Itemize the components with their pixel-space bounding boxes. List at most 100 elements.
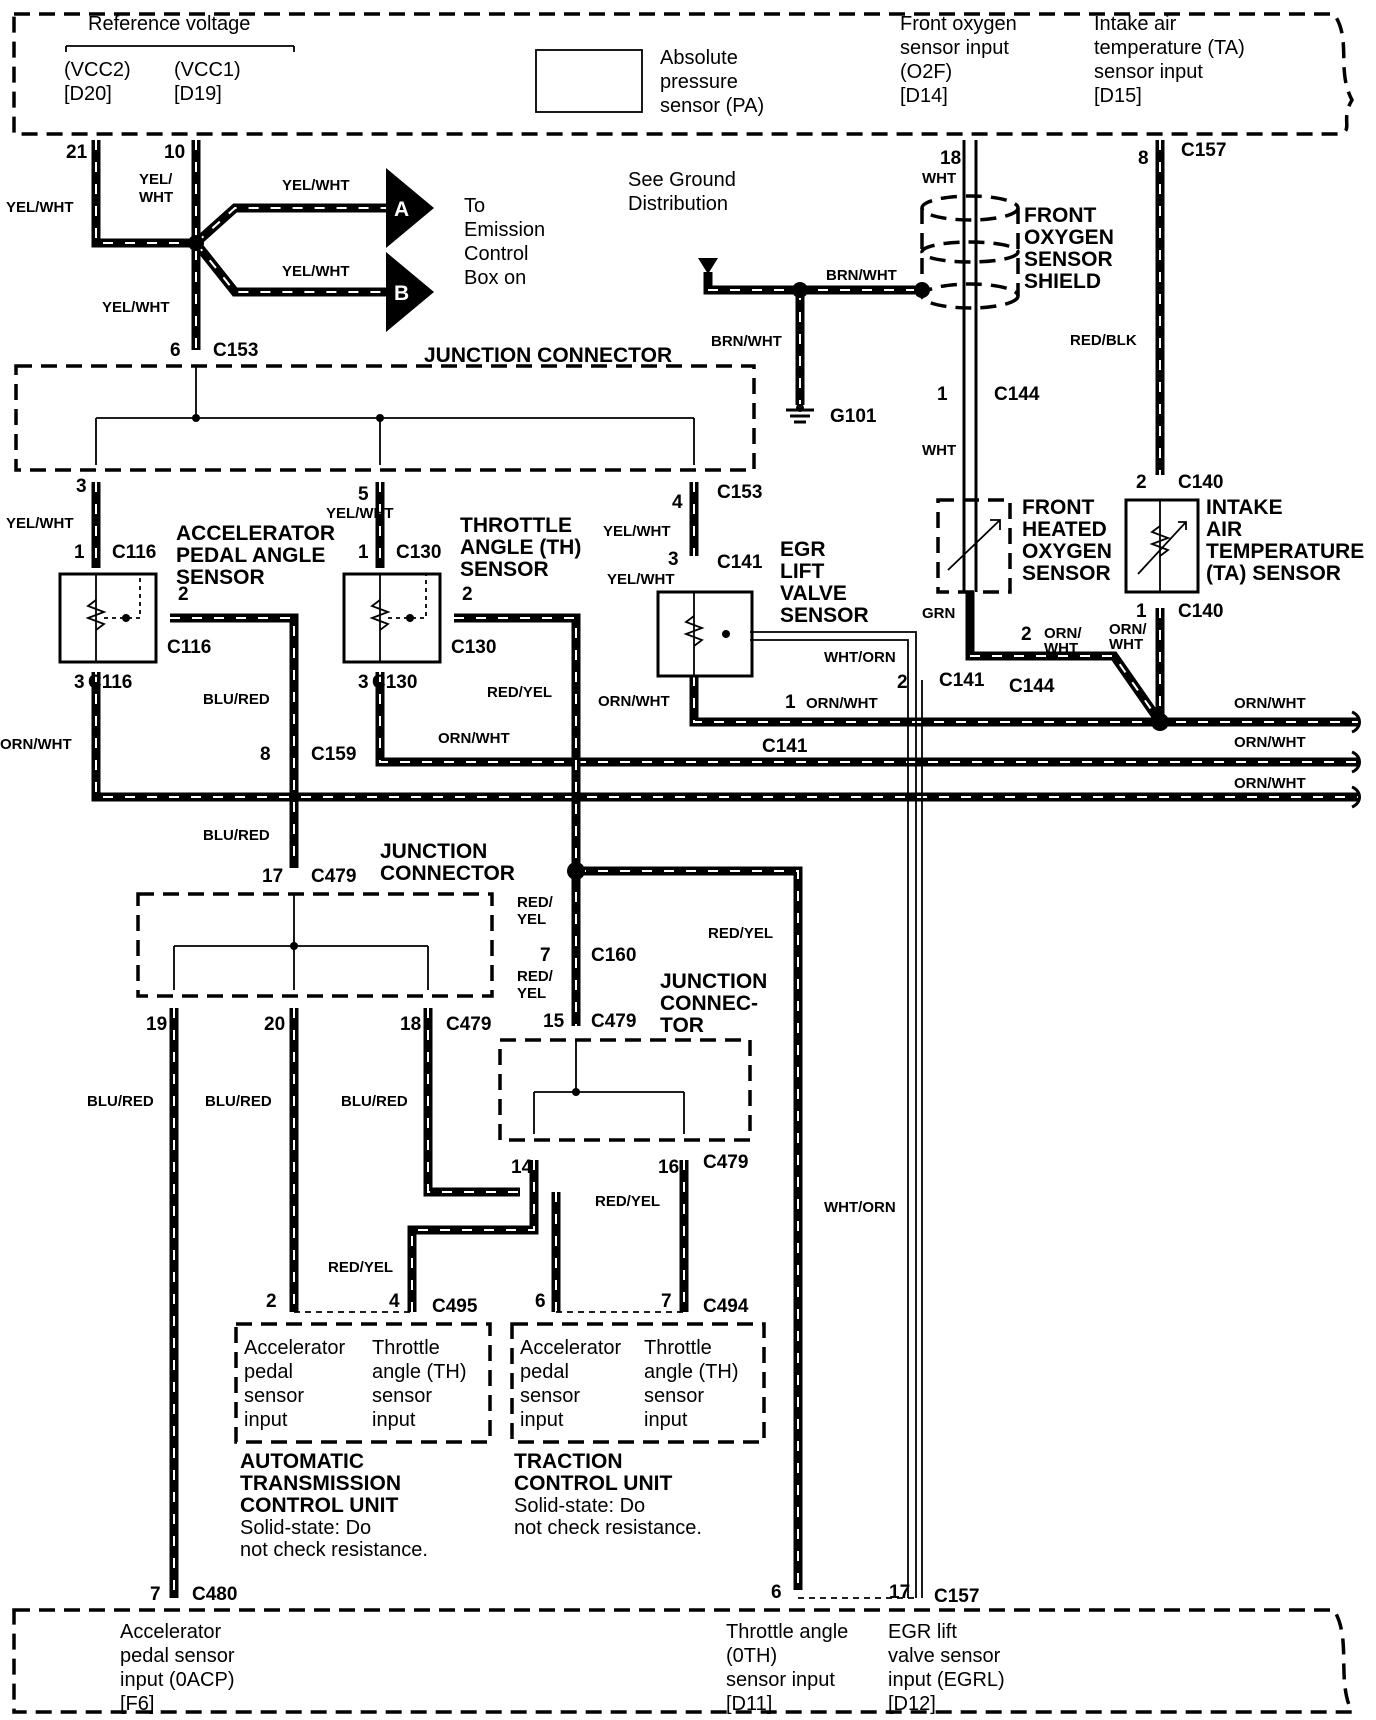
svg-text:OXYGEN: OXYGEN	[1022, 540, 1112, 563]
svg-text:CONTROL UNIT: CONTROL UNIT	[514, 1472, 672, 1495]
pin-number: 18	[400, 1014, 421, 1035]
svg-text:[D20]: [D20]	[64, 83, 112, 105]
pin-number: 3	[74, 672, 85, 693]
svg-text:sensor: sensor	[244, 1385, 304, 1407]
pin-number: 1	[785, 692, 796, 713]
connector-id: C494	[703, 1296, 749, 1317]
svg-text:input: input	[372, 1409, 416, 1431]
connector-id: C116	[112, 542, 156, 563]
wire-color-label: YEL	[517, 911, 546, 928]
connector-id: C141	[762, 736, 808, 757]
svg-text:sensor (PA): sensor (PA)	[660, 95, 764, 117]
svg-text:sensor: sensor	[372, 1385, 432, 1407]
pin-number: 2	[1021, 624, 1032, 645]
svg-text:[D15]: [D15]	[1094, 85, 1142, 107]
connector-id: C159	[311, 744, 356, 765]
svg-text:input (EGRL): input (EGRL)	[888, 1669, 1005, 1691]
svg-text:FRONT: FRONT	[1024, 204, 1096, 227]
wire-color-label: YEL/WHT	[603, 523, 671, 540]
svg-text:Absolute: Absolute	[660, 47, 738, 69]
svg-text:SENSOR: SENSOR	[1024, 248, 1113, 271]
wire-color-label: ORN/WHT	[1234, 775, 1306, 792]
pin-number: 14	[511, 1157, 533, 1178]
pin-number: 18	[940, 148, 961, 169]
wire-color-label: BLU/RED	[87, 1093, 154, 1110]
pin-number: 6	[535, 1291, 546, 1312]
svg-text:JUNCTION CONNECTOR: JUNCTION CONNECTOR	[424, 344, 672, 367]
wire-color-label: WHT	[1044, 640, 1078, 657]
wire-color-label: BLU/RED	[203, 691, 270, 708]
wire-color-label: GRN	[922, 605, 955, 622]
throttle-angle-sensor	[342, 572, 442, 664]
connector-id: C479	[591, 1011, 636, 1032]
pin-number: 16	[658, 1157, 679, 1178]
svg-text:CONTROL UNIT: CONTROL UNIT	[240, 1494, 398, 1517]
svg-text:G101: G101	[830, 406, 877, 427]
wire-color-label: RED/YEL	[487, 684, 552, 701]
wire-color-label: YEL/WHT	[282, 263, 350, 280]
pin-number: 2	[1136, 472, 1147, 493]
connector-id: C144	[994, 384, 1040, 405]
svg-text:SENSOR: SENSOR	[460, 558, 549, 581]
svg-text:B: B	[394, 282, 409, 305]
wire-color-label: YEL/WHT	[326, 505, 394, 522]
svg-text:pressure: pressure	[660, 71, 738, 93]
svg-text:ANGLE (TH): ANGLE (TH)	[460, 536, 581, 559]
pin-number: 3	[358, 672, 369, 693]
wire-color-label: ORN/	[1044, 625, 1082, 642]
pin-number: 21	[66, 142, 88, 163]
junction-connector-1	[14, 364, 756, 472]
wire-color-label: BLU/RED	[341, 1093, 408, 1110]
ref-voltage-label: Reference voltage	[88, 13, 250, 35]
svg-text:PEDAL ANGLE: PEDAL ANGLE	[176, 544, 325, 567]
pin-number: 20	[264, 1014, 285, 1035]
svg-text:HEATED: HEATED	[1022, 518, 1107, 541]
connector-id: C479	[703, 1152, 748, 1173]
pin-number: 3	[76, 476, 87, 497]
svg-text:EGR: EGR	[780, 538, 826, 561]
front-oxygen-sensor-shield	[914, 194, 1020, 310]
svg-text:Box on: Box on	[464, 267, 526, 289]
pin-number: 4	[389, 1291, 400, 1312]
svg-text:CONNEC-: CONNEC-	[660, 992, 758, 1015]
pin-number: 6	[771, 1582, 782, 1603]
svg-text:pedal sensor: pedal sensor	[120, 1645, 235, 1667]
svg-text:Throttle: Throttle	[644, 1337, 712, 1359]
pin-number: 17	[262, 866, 283, 887]
wire-color-label: BLU/RED	[203, 827, 270, 844]
svg-text:[D14]: [D14]	[900, 85, 948, 107]
wire-color-label: YEL/WHT	[607, 571, 675, 588]
wire-color-label: ORN/WHT	[806, 695, 878, 712]
connector-id: C140	[1178, 601, 1223, 622]
pin-number: 6	[170, 340, 181, 361]
pin-number: 2	[462, 584, 473, 605]
connector-id: C141	[717, 552, 763, 573]
connector-id: C140	[1178, 472, 1223, 493]
svg-text:Control: Control	[464, 243, 528, 265]
wire-color-label: ORN/	[1109, 621, 1147, 638]
svg-text:SHIELD: SHIELD	[1024, 270, 1101, 293]
svg-text:[D12]: [D12]	[888, 1693, 936, 1715]
wire-color-label: ORN/WHT	[1234, 695, 1306, 712]
svg-text:ACCELERATOR: ACCELERATOR	[176, 522, 335, 545]
pin-number: 7	[661, 1291, 672, 1312]
ecm-bottom-box	[12, 1608, 1355, 1714]
text-labels: Reference voltage (VCC2) [D20] (VCC1) [D…	[64, 13, 1364, 1715]
svg-text:CONNECTOR: CONNECTOR	[380, 862, 515, 885]
connector-id: C160	[591, 945, 636, 966]
pin-number: 5	[358, 484, 369, 505]
svg-text:SENSOR: SENSOR	[1022, 562, 1111, 585]
connector-id: C153	[717, 482, 762, 503]
wire-color-label: WHT/ORN	[824, 1199, 896, 1216]
connector-id: C479	[311, 866, 356, 887]
pin-number: 8	[260, 744, 271, 765]
svg-text:Solid-state: Do: Solid-state: Do	[240, 1517, 371, 1539]
o2-white-wire	[750, 140, 978, 1598]
svg-text:AUTOMATIC: AUTOMATIC	[240, 1450, 364, 1473]
svg-text:[F6]: [F6]	[120, 1693, 154, 1715]
svg-text:valve sensor: valve sensor	[888, 1645, 1001, 1667]
svg-text:not check resistance.: not check resistance.	[240, 1539, 428, 1561]
svg-text:AIR: AIR	[1206, 518, 1242, 541]
